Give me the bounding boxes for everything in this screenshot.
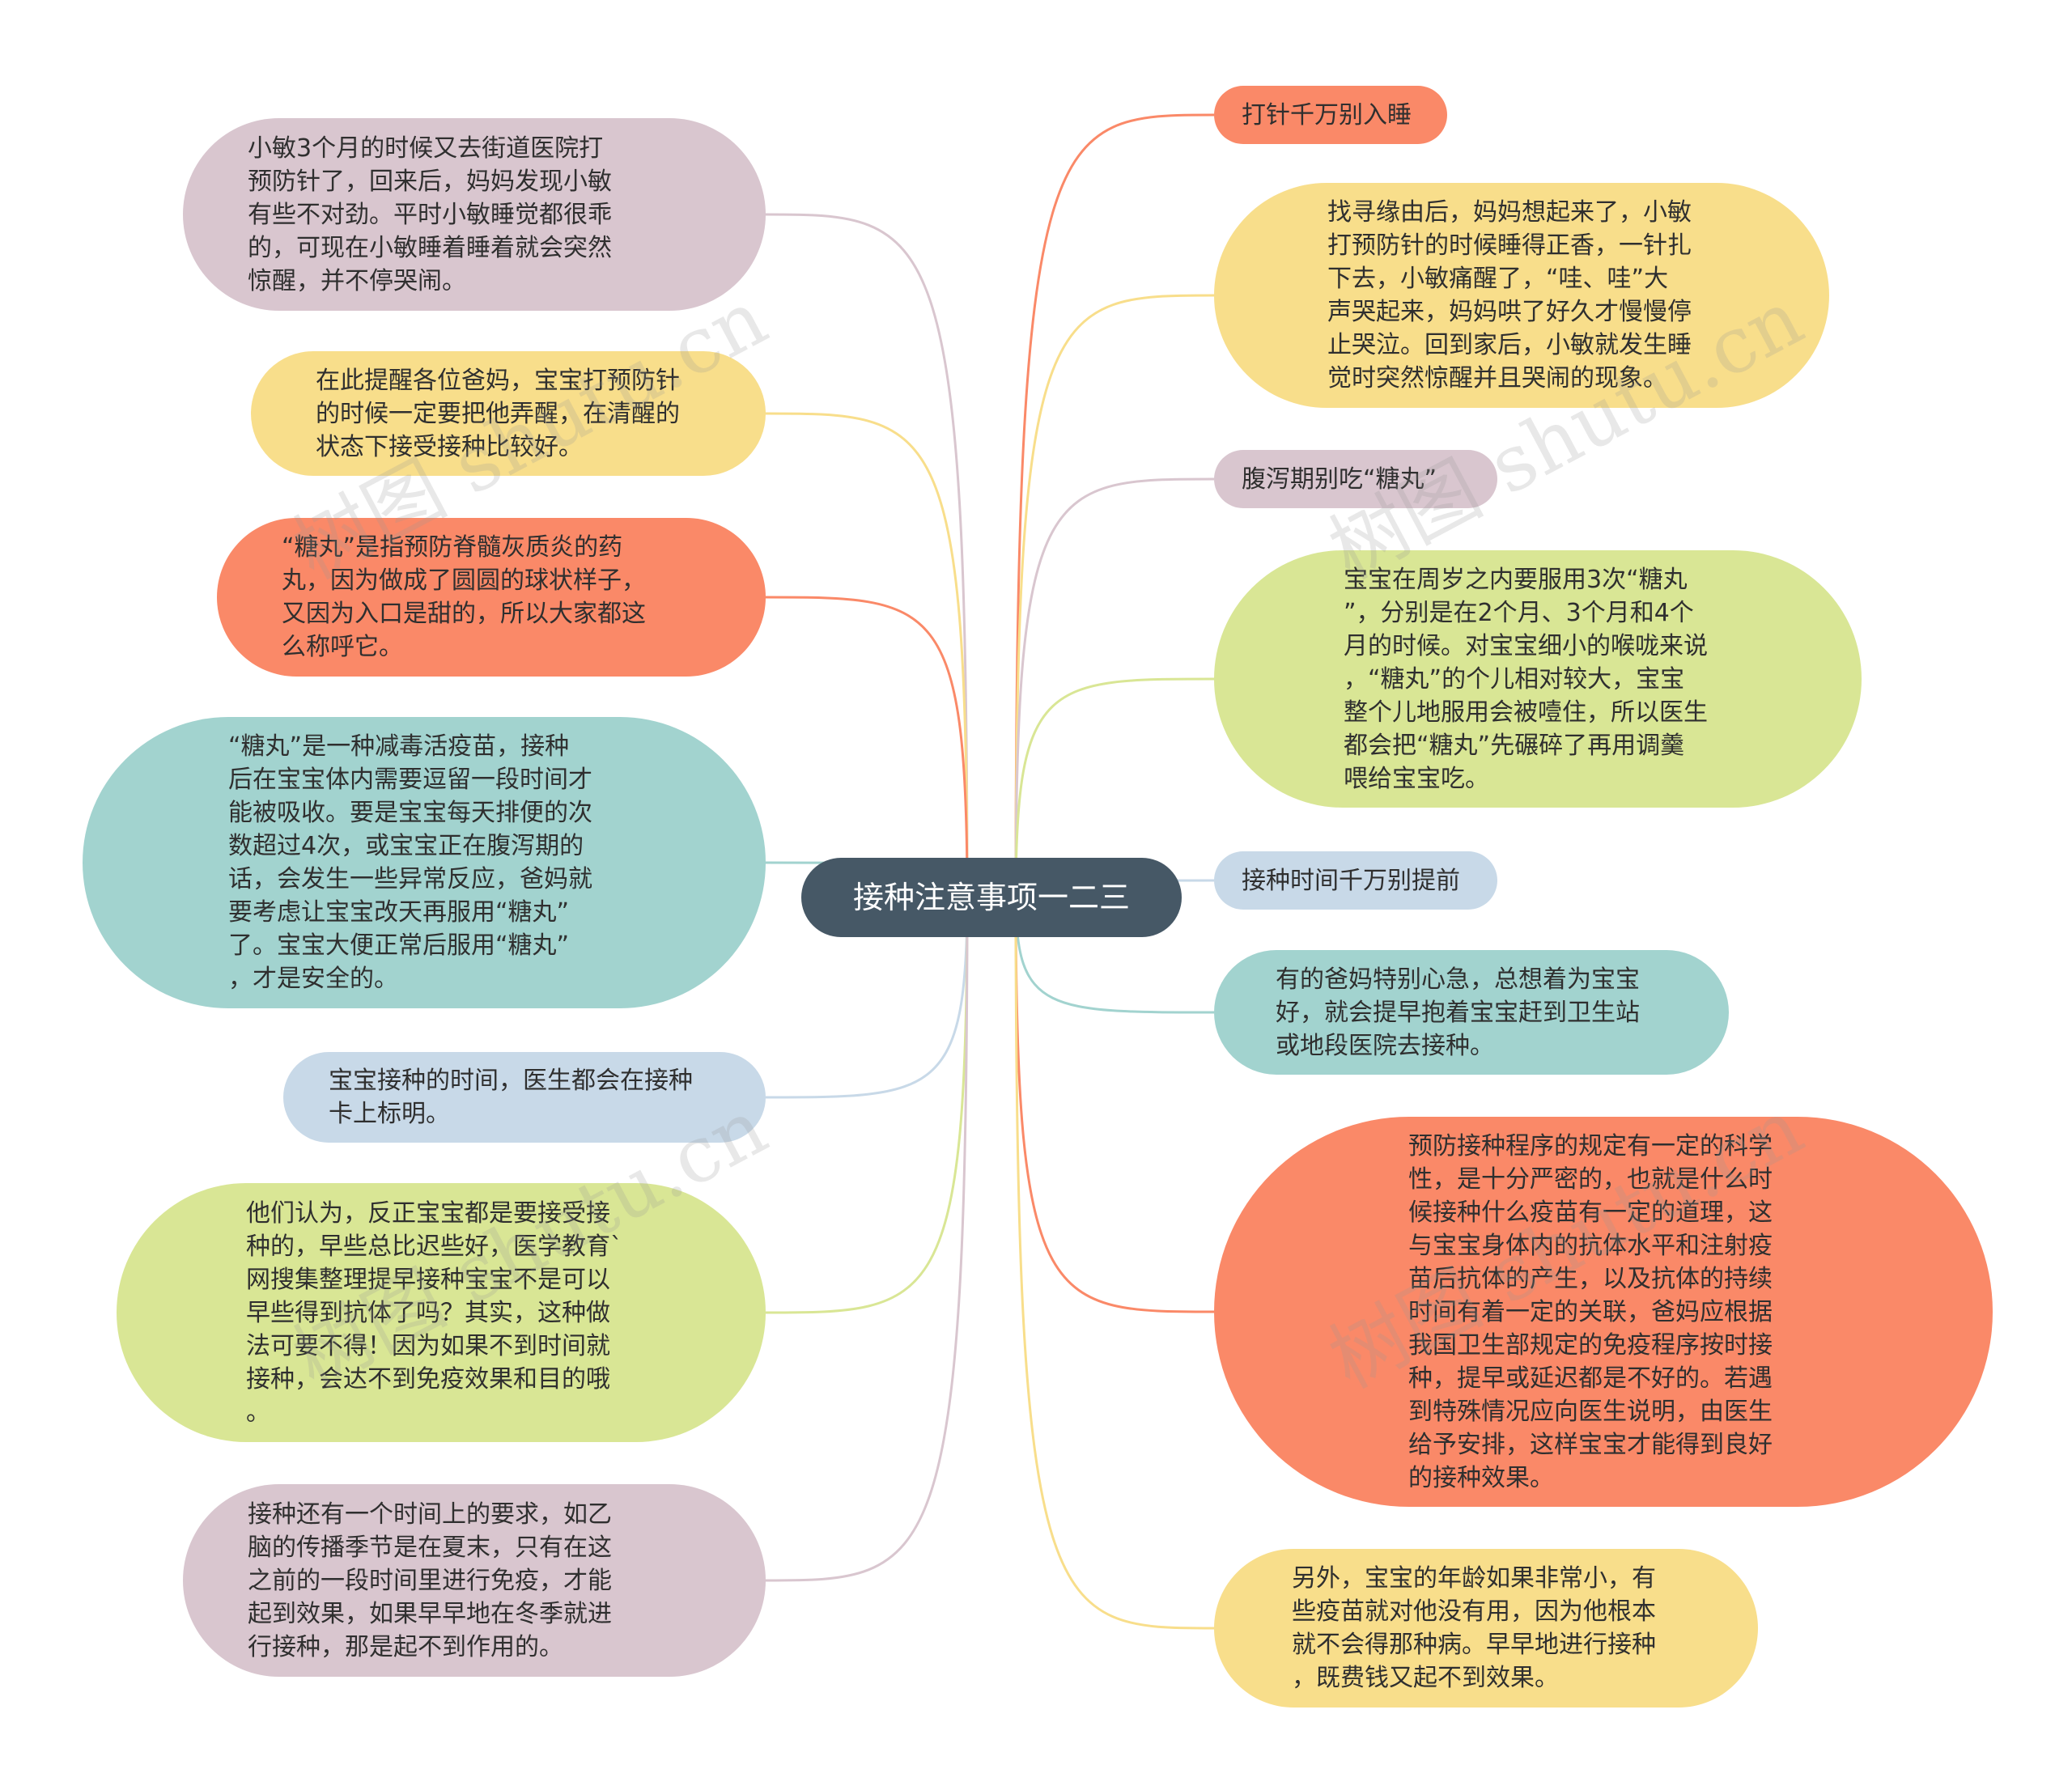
left-connector-1 [765,213,969,898]
left-connector-7 [765,897,969,1582]
left-topic-2-text: 在此提醒各位爸妈，宝宝打预防针 的时候一定要把他弄醒，在清醒的 状态下接受接种比… [316,366,680,461]
left-topic-3-text: “糖丸”是指预防脊髓灰质炎的药 丸，因为做成了圆圆的球状样子， 又因为入口是甜的… [282,533,646,661]
right-topic-3[interactable]: 腹泻期别吃“糖丸” [1214,450,1497,508]
right-connector-1 [1014,113,1215,898]
left-topic-2[interactable]: 在此提醒各位爸妈，宝宝打预防针 的时候一定要把他弄醒，在清醒的 状态下接受接种比… [251,351,766,476]
right-topic-8[interactable]: 另外，宝宝的年龄如果非常小，有 些疫苗就对他没有用，因为他根本 就不会得那种病。… [1214,1549,1758,1708]
right-topic-2[interactable]: 找寻缘由后，妈妈想起来了，小敏 打预防针的时候睡得正香，一针扎 下去，小敏痛醒了… [1214,183,1829,408]
left-topic-5[interactable]: 宝宝接种的时间，医生都会在接种 卡上标明。 [283,1052,766,1143]
left-topic-1[interactable]: 小敏3个月的时候又去街道医院打 预防针了，回来后，妈妈发现小敏 有些不对劲。平时… [183,118,766,311]
right-topic-4-text: 宝宝在周岁之内要服用3次“糖丸 ”，分别是在2个月、3个月和4个 月的时候。对宝… [1344,565,1708,793]
right-connector-4 [1014,677,1215,898]
left-connector-6 [765,897,969,1314]
right-topic-1-text: 打针千万别入睡 [1242,100,1412,129]
left-topic-7-text: 接种还有一个时间上的要求，如乙 脑的传播季节是在夏末，只有在这 之前的一段时间里… [248,1500,612,1661]
right-topic-2-text: 找寻缘由后，妈妈想起来了，小敏 打预防针的时候睡得正香，一针扎 下去，小敏痛醒了… [1327,198,1692,392]
right-topic-1[interactable]: 打针千万别入睡 [1214,86,1447,144]
right-topic-5-text: 接种时间千万别提前 [1242,866,1460,895]
left-topic-3[interactable]: “糖丸”是指预防脊髓灰质炎的药 丸，因为做成了圆圆的球状样子， 又因为入口是甜的… [217,518,766,677]
right-connector-8 [1014,897,1215,1630]
right-connector-7 [1014,897,1215,1313]
left-connector-5 [765,897,969,1099]
right-topic-5[interactable]: 接种时间千万别提前 [1214,851,1497,910]
right-connector-2 [1014,294,1215,898]
right-topic-7[interactable]: 预防接种程序的规定有一定的科学 性，是十分严密的，也就是什么时 候接种什么疫苗有… [1214,1117,1993,1507]
left-topic-1-text: 小敏3个月的时候又去街道医院打 预防针了，回来后，妈妈发现小敏 有些不对劲。平时… [248,134,612,295]
right-topic-8-text: 另外，宝宝的年龄如果非常小，有 些疫苗就对他没有用，因为他根本 就不会得那种病。… [1292,1564,1656,1692]
right-topic-7-text: 预防接种程序的规定有一定的科学 性，是十分严密的，也就是什么时 候接种什么疫苗有… [1408,1131,1773,1492]
left-connector-3 [765,596,969,898]
left-topic-5-text: 宝宝接种的时间，医生都会在接种 卡上标明。 [329,1067,693,1128]
right-topic-6-text: 有的爸妈特别心急，总想着为宝宝 好，就会提早抱着宝宝赶到卫生站 或地段医院去接种… [1276,965,1640,1060]
left-topic-7[interactable]: 接种还有一个时间上的要求，如乙 脑的传播季节是在夏末，只有在这 之前的一段时间里… [183,1484,766,1677]
right-connector-3 [1014,477,1215,898]
left-topic-6-text: 他们认为，反正宝宝都是要接受接 种的，早些总比迟些好，医学教育` 网搜集整理提早… [246,1198,622,1427]
left-connector-2 [765,412,969,898]
left-topic-4-text: “糖丸”是一种减毒活疫苗，接种 后在宝宝体内需要逗留一段时间才 能被吸收。要是宝… [228,732,592,993]
right-topic-4[interactable]: 宝宝在周岁之内要服用3次“糖丸 ”，分别是在2个月、3个月和4个 月的时候。对宝… [1214,550,1862,808]
right-topic-6[interactable]: 有的爸妈特别心急，总想着为宝宝 好，就会提早抱着宝宝赶到卫生站 或地段医院去接种… [1214,950,1729,1075]
right-topic-3-text: 腹泻期别吃“糖丸” [1242,465,1437,494]
left-topic-4[interactable]: “糖丸”是一种减毒活疫苗，接种 后在宝宝体内需要逗留一段时间才 能被吸收。要是宝… [83,717,766,1008]
central-topic-text: 接种注意事项一二三 [852,879,1130,915]
right-connector-6 [1014,897,1215,1014]
left-topic-6[interactable]: 他们认为，反正宝宝都是要接受接 种的，早些总比迟些好，医学教育` 网搜集整理提早… [117,1183,766,1442]
central-topic[interactable]: 接种注意事项一二三 [801,858,1182,937]
